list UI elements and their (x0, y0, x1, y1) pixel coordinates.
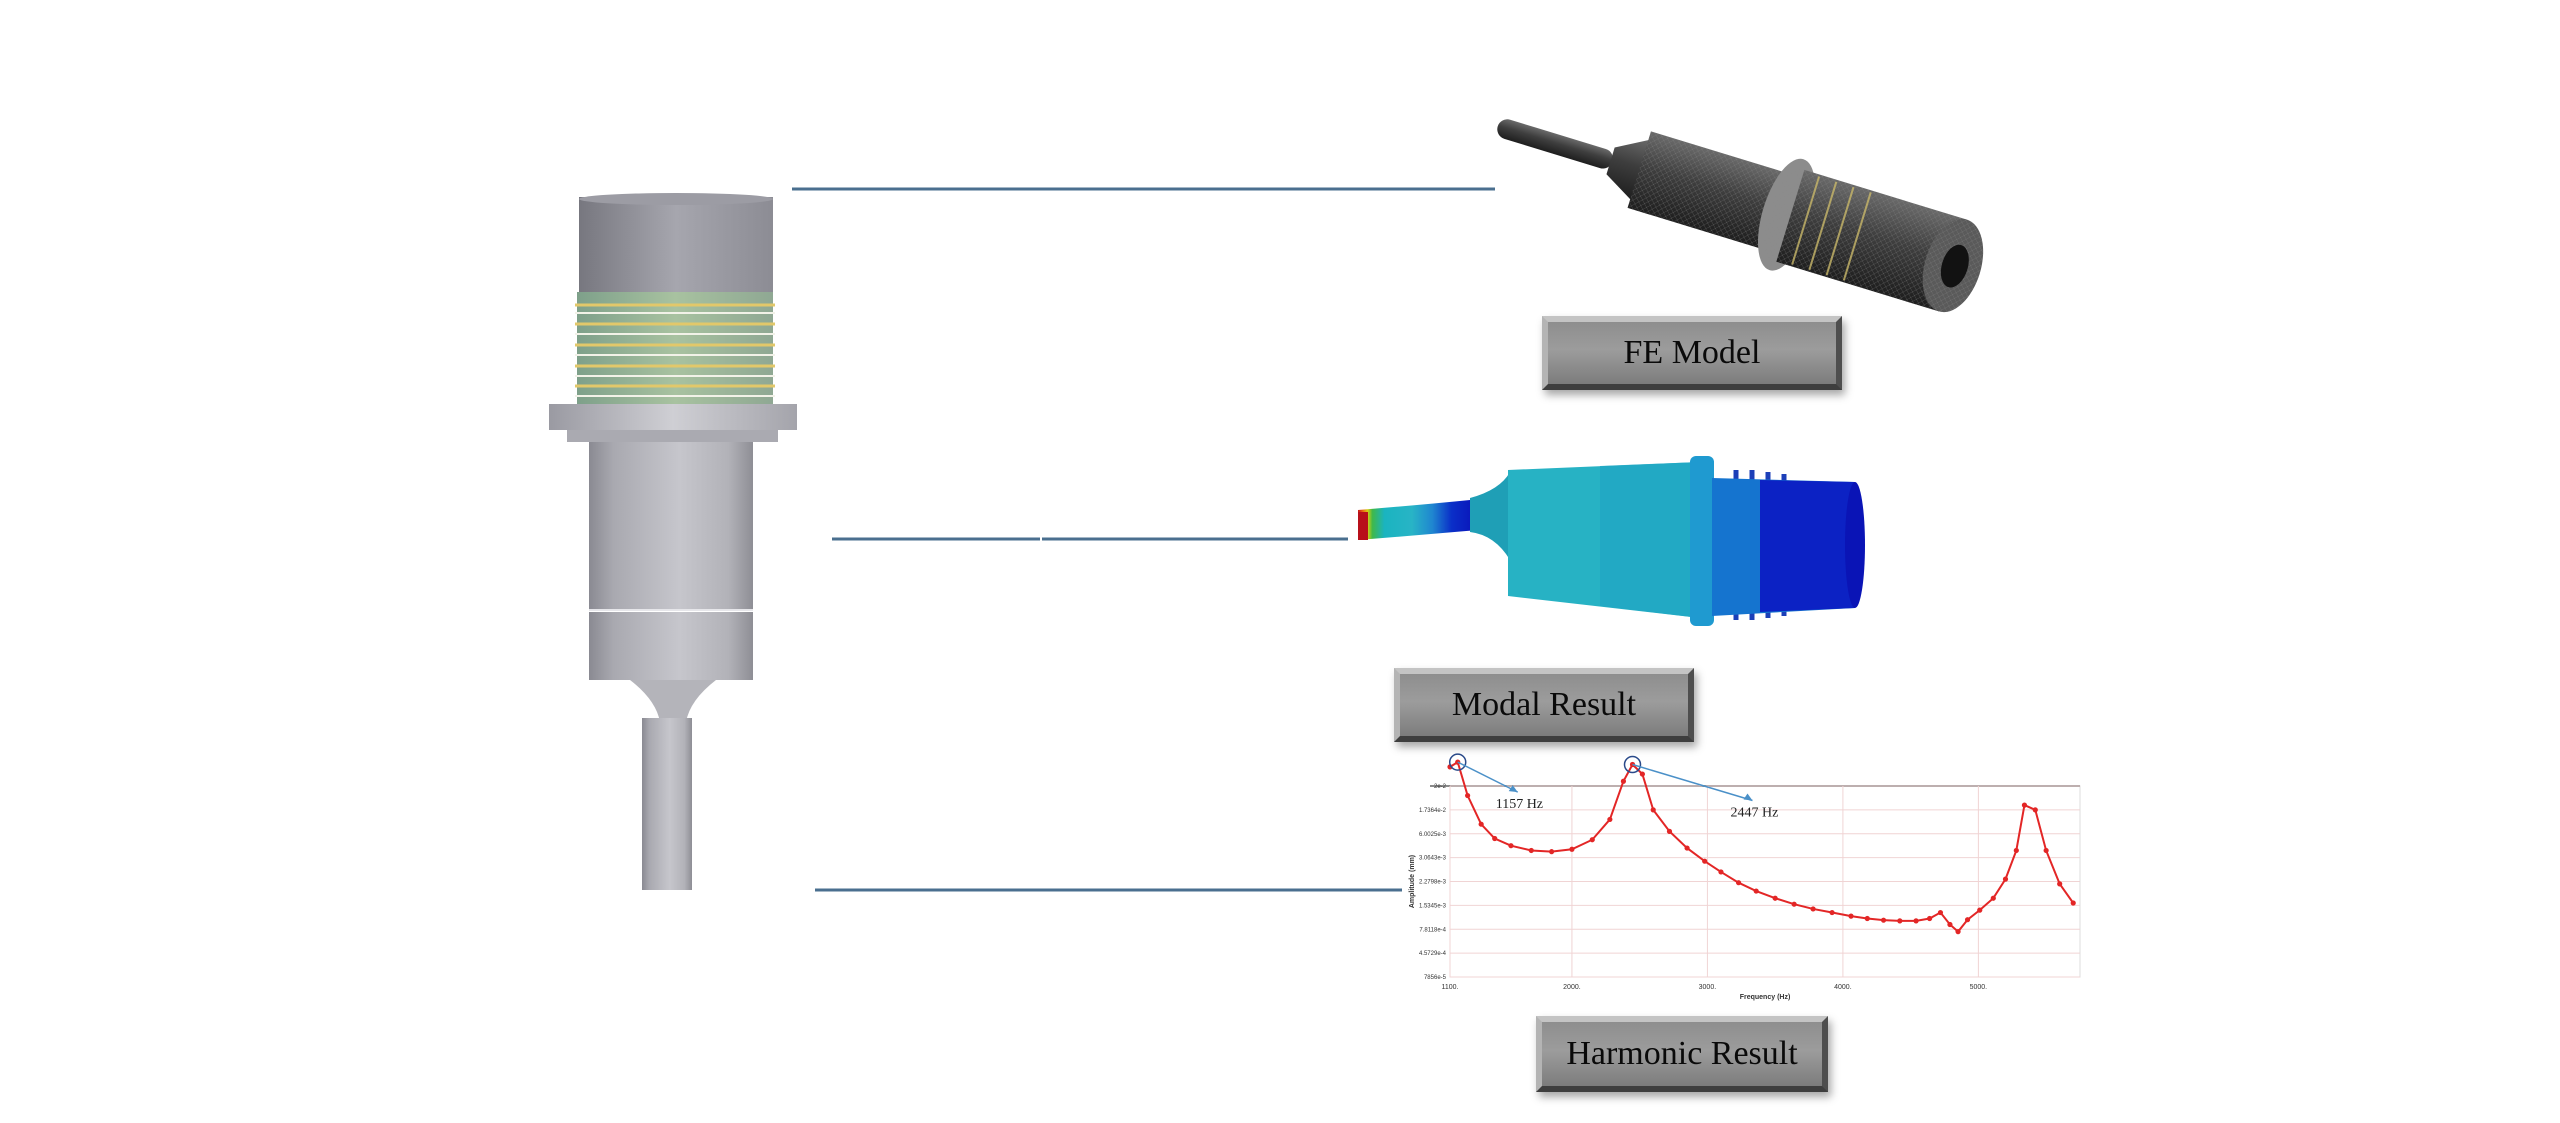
data-point (1650, 807, 1656, 813)
data-point (1753, 888, 1759, 894)
data-point (2002, 876, 2009, 882)
data-point (1977, 907, 1983, 913)
data-point (1620, 778, 1627, 784)
data-point (1607, 816, 1613, 823)
data-point (2032, 807, 2038, 813)
data-point (1528, 847, 1534, 854)
y-tick-label: 1.7364e-2 (1419, 808, 1447, 814)
annotation-arrow-line (1457, 761, 1519, 793)
data-point (1478, 821, 1484, 827)
fe-model-label: FE Model (1542, 316, 1842, 390)
peak-marker-circle (1448, 753, 1467, 771)
data-point (2070, 900, 2076, 906)
data-point (1735, 880, 1742, 886)
data-point (1990, 895, 1996, 901)
annotation-label: 2447 Hz (1730, 806, 1778, 821)
harmonic-result-label: Harmonic Result (1536, 1016, 1828, 1092)
data-point (1880, 917, 1887, 923)
data-point (1947, 921, 1953, 928)
y-tick-label: 6.0025e-3 (1419, 832, 1447, 838)
data-point (1848, 913, 1854, 919)
data-point (1927, 915, 1933, 922)
data-point (1791, 901, 1797, 907)
data-point (2057, 881, 2063, 887)
data-point (1897, 918, 1903, 924)
data-point (1937, 909, 1944, 916)
y-tick-label: 2.2798e-3 (1419, 880, 1447, 886)
data-point (1569, 846, 1575, 852)
data-point (1465, 792, 1471, 799)
annotation-arrow-head (1743, 793, 1753, 801)
y-tick-label: 3.0643e-3 (1419, 856, 1447, 862)
data-point (1810, 906, 1816, 912)
x-tick-label: 3000. (1699, 984, 1717, 991)
y-tick-label: 4.5729e-4 (1419, 951, 1447, 957)
data-point (1492, 835, 1498, 842)
annotation-label: 1157 Hz (1496, 797, 1543, 812)
annotation-arrow-line (1632, 763, 1753, 802)
y-tick-label: 1.5345e-3 (1419, 903, 1447, 909)
data-point (1955, 929, 1961, 935)
y-tick-label: 7.8118e-4 (1419, 927, 1446, 933)
data-point (1549, 849, 1555, 855)
data-point (1913, 918, 1919, 924)
data-point (1964, 917, 1971, 923)
y-axis-label: Amplitude (mm) (1409, 855, 1416, 908)
data-point (1508, 843, 1514, 849)
data-point (2013, 847, 2019, 854)
series-line (1449, 760, 2075, 934)
x-tick-label: 4000. (1834, 984, 1852, 991)
x-tick-label: 1100. (1442, 984, 1459, 991)
data-point (1718, 869, 1724, 875)
data-point (2021, 802, 2028, 808)
peak-marker-circle (1623, 755, 1642, 774)
data-point (1639, 771, 1645, 777)
data-point (1864, 915, 1870, 922)
annotation-arrow-head (1508, 785, 1518, 793)
data-point (1702, 858, 1708, 864)
x-tick-label: 5000. (1970, 984, 1988, 991)
data-point (1829, 909, 1835, 916)
x-axis-label: Frequency (Hz) (1740, 994, 1791, 1001)
x-tick-label: 2000. (1563, 984, 1581, 991)
modal-result-label: Modal Result (1394, 668, 1694, 742)
data-point (1589, 837, 1595, 843)
data-point (1684, 845, 1690, 851)
y-tick-label: 7856e-5 (1424, 975, 1447, 981)
data-point (1666, 828, 1673, 834)
data-point (2043, 847, 2049, 854)
y-tick-label: 2e-2 (1434, 784, 1447, 790)
data-point (1772, 895, 1778, 901)
